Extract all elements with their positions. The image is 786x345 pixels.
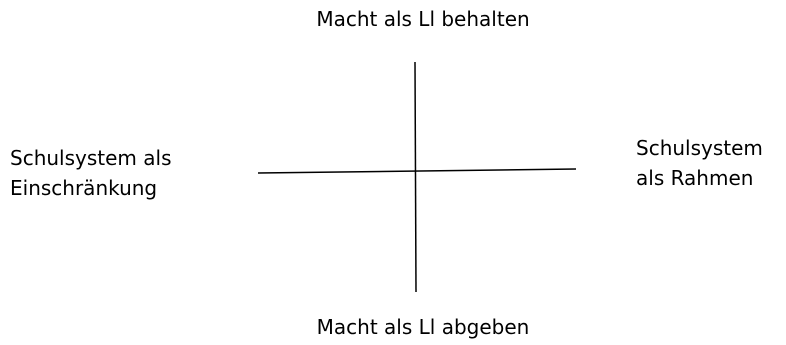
bottom-pole-label: Macht als Ll abgeben (316, 315, 530, 339)
right-pole-label-line-2: als Rahmen (636, 166, 754, 190)
vertical-axis (414, 61, 417, 293)
top-pole-label: Macht als Ll behalten (316, 7, 530, 31)
right-pole-label: Schulsystem als Rahmen (636, 133, 763, 193)
right-pole-label-line-1: Schulsystem (636, 136, 763, 160)
left-pole-label: Schulsystem als Einschränkung (10, 143, 172, 203)
horizontal-axis (257, 168, 577, 174)
left-pole-label-line-2: Einschränkung (10, 176, 158, 200)
left-pole-label-line-1: Schulsystem als (10, 146, 172, 170)
